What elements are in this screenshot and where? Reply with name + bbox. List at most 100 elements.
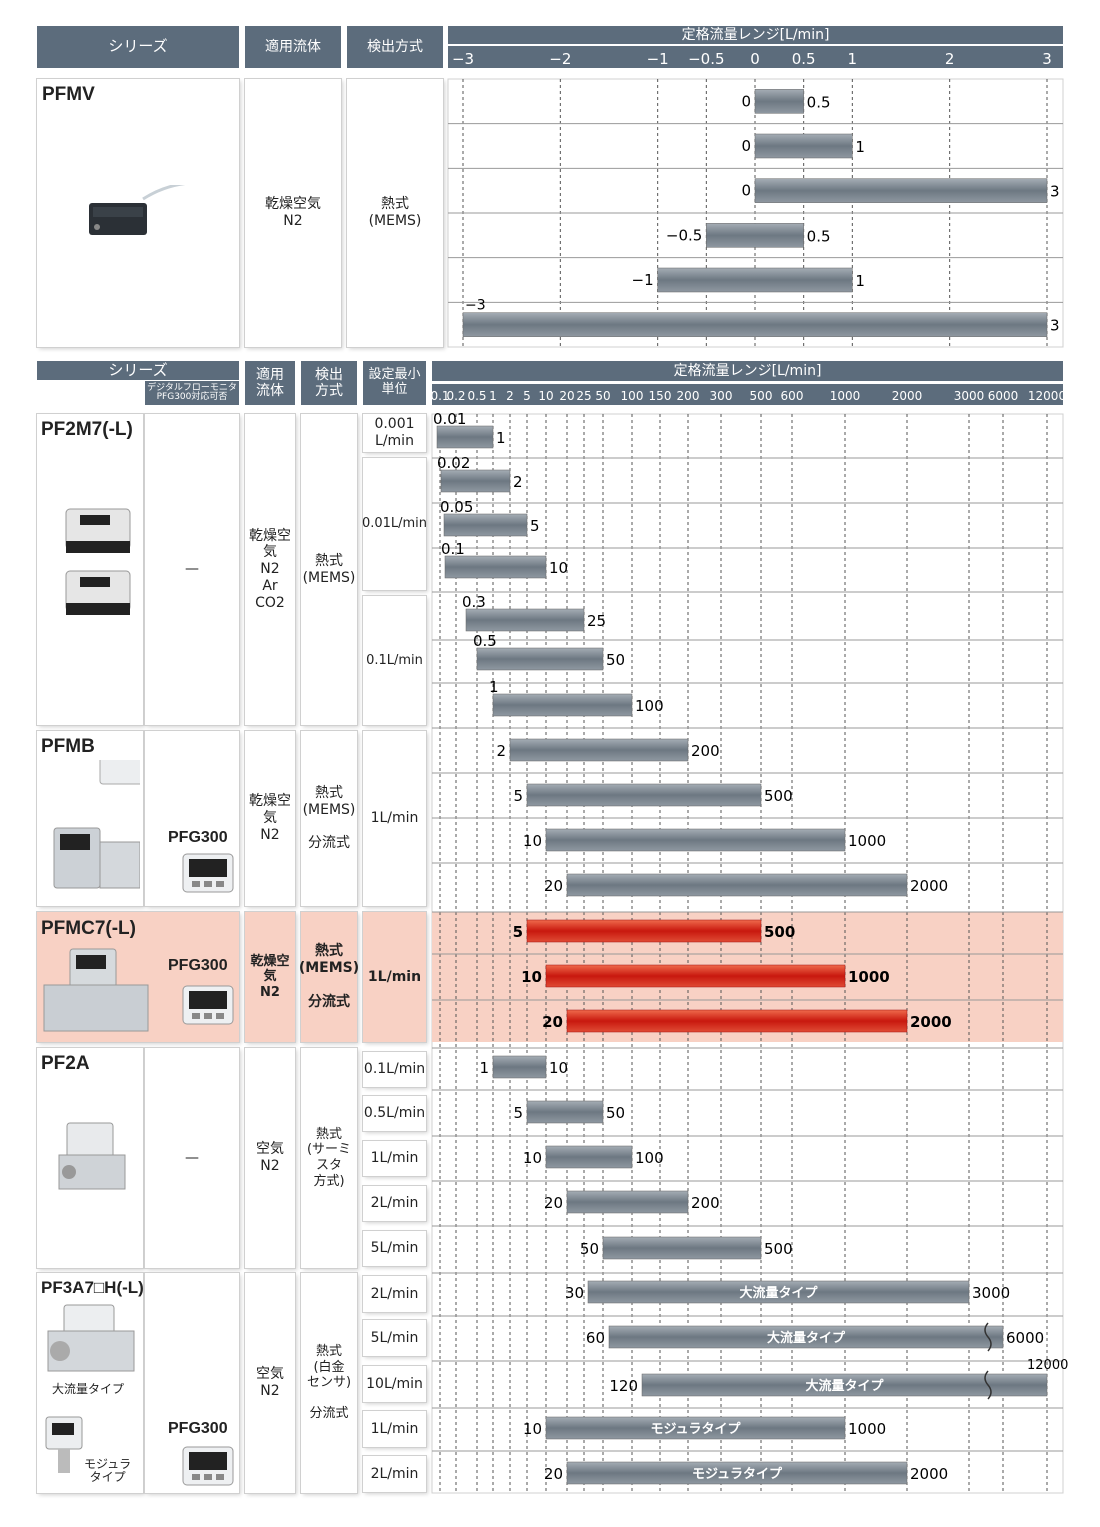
product-image-pf3a7-modular [44, 1415, 84, 1475]
series-name-pfmb: PFMB [41, 736, 95, 757]
series-name: PFMV [42, 84, 95, 105]
tick-label: 50 [595, 389, 610, 403]
tick-label: 0.5 [792, 50, 816, 68]
bar-max-label: 1 [496, 429, 506, 447]
unit-cell: 1L/min [363, 1141, 426, 1176]
range-bar [587, 1280, 970, 1304]
tick-label: 2 [945, 50, 955, 68]
bar-max-label: 50 [606, 1104, 625, 1122]
bar-max-label: 1 [855, 138, 865, 156]
fluid-cell-pf2a: 空気 N2 [245, 1048, 295, 1268]
bar-min-label: 20 [544, 877, 563, 895]
range-bar [526, 783, 762, 807]
unit-cell: 1L/min [363, 731, 426, 906]
tick-label: 1 [848, 50, 858, 68]
method-cell-pf2m7: 熱式 (MEMS) [301, 414, 357, 725]
tick-label: 25 [576, 389, 591, 403]
bar-min-label: 2 [496, 742, 506, 760]
bar-max-label: 500 [764, 787, 793, 805]
bar-type-label: モジュラタイプ [650, 1422, 741, 1437]
tick-label: 2000 [892, 389, 923, 403]
bar-min-label: 120 [609, 1377, 638, 1395]
range-bar [706, 223, 804, 248]
caption-large-type: 大流量タイプ [52, 1382, 125, 1396]
unit-cell: 0.5L/min [363, 1096, 426, 1131]
series-name-pf2m7: PF2M7(-L) [41, 419, 133, 440]
pfg300-image [182, 985, 234, 1025]
tick-label: 200 [677, 389, 700, 403]
header-range: 定格流量レンジ[L/min] [448, 26, 1063, 44]
caption-modular-type: モジュラ タイプ [84, 1457, 132, 1485]
range-bar [545, 1145, 633, 1169]
bar-max-label: 0.5 [807, 93, 831, 111]
tick-label: 2 [506, 389, 514, 403]
range-bar [526, 919, 762, 943]
unit-cell: 2L/min [363, 1276, 426, 1312]
bar-min-label: 5 [513, 923, 523, 941]
tick-label: 0.5 [467, 389, 486, 403]
range-bar [566, 1190, 689, 1214]
bar-min-label: 20 [542, 1013, 563, 1031]
method-cell-pfmc7: 熱式 (MEMS) 分流式 [299, 912, 359, 1042]
header-fluid: 適用流体 [245, 26, 341, 68]
bar-max-label: 3000 [972, 1284, 1010, 1302]
method-cell-pf2a: 熱式 (サーミスタ 方式) [301, 1048, 357, 1268]
fluid-cell-pfmc7: 乾燥空気 N2 [245, 912, 295, 1042]
bar-min-label: 0.1 [441, 540, 465, 558]
tick-label: −2 [549, 50, 571, 68]
range-bar [465, 608, 585, 632]
bar-min-label: 0.05 [440, 498, 473, 516]
tick-label: 3 [1042, 50, 1052, 68]
range-bar [509, 738, 689, 762]
unit-cell: 0.1L/min [363, 596, 426, 725]
header-pfg-support: デジタルフローモニタ PFG300対応可否 [145, 381, 239, 405]
unit-cell: 5L/min [363, 1320, 426, 1356]
bar-max-label: 3 [1050, 183, 1060, 201]
pfg300-image [182, 1446, 234, 1486]
unit-cell: 2L/min [363, 1456, 426, 1492]
bar-max-label: 2000 [910, 1013, 952, 1031]
method-cell-pf3a7: 熱式 (白金 センサ) 分流式 [301, 1273, 357, 1493]
unit-cell: 1L/min [363, 1411, 426, 1447]
range-bar [545, 1416, 846, 1440]
header-unit: 設定最小 単位 [363, 361, 426, 405]
range-bar [608, 1325, 1004, 1349]
tick-label: 6000 [988, 389, 1019, 403]
range-bar [526, 1100, 604, 1124]
bar-type-label: 大流量タイプ [739, 1285, 818, 1301]
tick-label: 0.2 [446, 389, 465, 403]
tick-label: 300 [710, 389, 733, 403]
range-bar [641, 1373, 1048, 1397]
range-bar [436, 425, 494, 449]
range-bar [566, 1009, 908, 1033]
pfg300-image [182, 853, 234, 893]
bar-min-label: 10 [523, 832, 542, 850]
bar-min-label: 60 [586, 1329, 605, 1347]
bar-min-label: 50 [580, 1240, 599, 1258]
bar-min-label: 30 [565, 1284, 584, 1302]
bar-max-label: 50 [606, 651, 625, 669]
series-cell-pf2m7 [37, 414, 143, 725]
bar-min-label: 20 [544, 1465, 563, 1483]
range-bar [492, 693, 633, 717]
range-bar [657, 267, 853, 293]
range-bar [754, 89, 804, 114]
pfg-label: PFG300 [168, 829, 228, 846]
tick-label: 150 [649, 389, 672, 403]
bar-min-label: 0 [741, 92, 751, 110]
bar-type-label: 大流量タイプ [805, 1378, 884, 1394]
bar-min-label: 10 [521, 968, 542, 986]
bar-max-label: 100 [635, 697, 664, 715]
bar-min-label: 20 [544, 1194, 563, 1212]
series-name-pfmc7: PFMC7(-L) [41, 918, 136, 939]
range-bar [545, 828, 846, 852]
tick-label: 12000 [1028, 389, 1066, 403]
tick-label: 0.1 [430, 389, 449, 403]
tick-band [448, 46, 1063, 68]
pfg-label: PFG300 [168, 957, 228, 974]
bar-max-label: 1000 [848, 832, 886, 850]
header-series-2: シリーズ [37, 361, 239, 380]
product-image-pfmc7 [40, 945, 150, 1035]
tick-label: 600 [781, 389, 804, 403]
